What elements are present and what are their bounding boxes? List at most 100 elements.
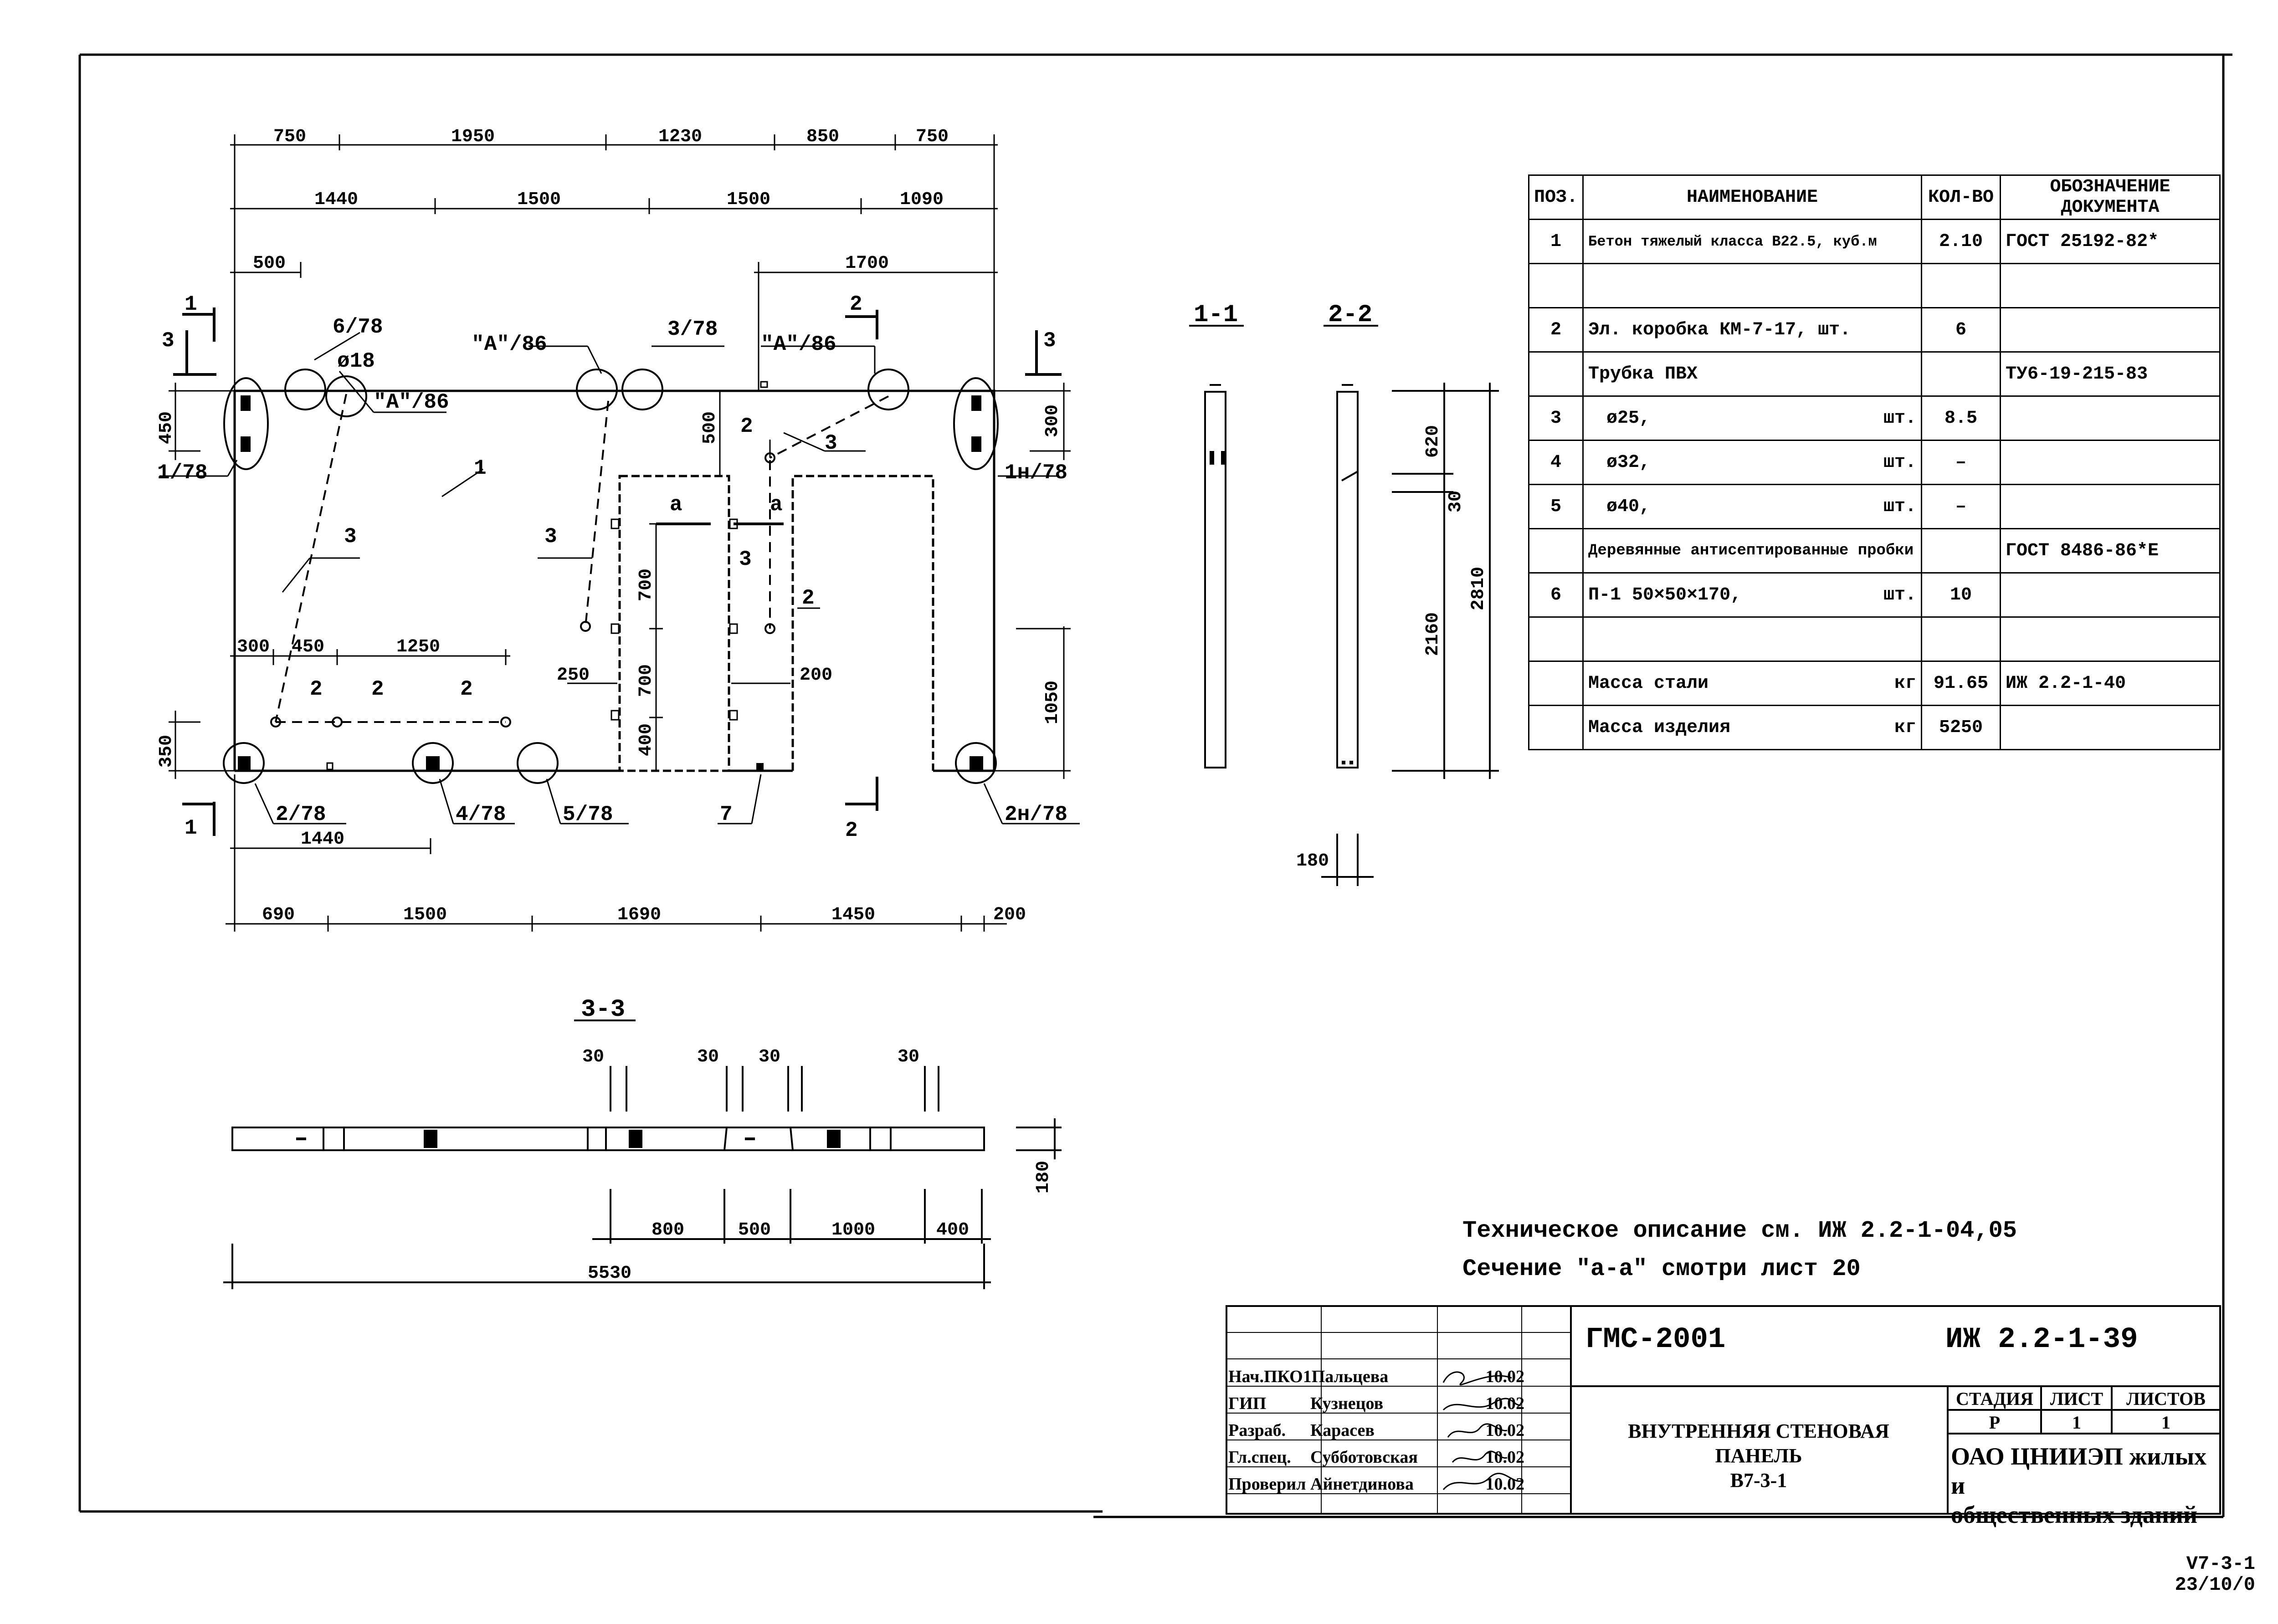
dim-1700: 1700 xyxy=(845,253,889,274)
dim-row2-4: 1090 xyxy=(900,190,944,210)
spec-name: Трубка ПВХ xyxy=(1582,351,1923,397)
dim-450: 450 xyxy=(292,637,324,657)
spec-name-text: Масса изделия xyxy=(1588,717,1731,738)
corner-code: V7-3-1 xyxy=(2186,1553,2255,1575)
organization-line2: общественных зданий xyxy=(1951,1501,2198,1528)
callout-pos-7: 7 xyxy=(720,803,733,826)
title-block-frame xyxy=(1226,1305,2221,1515)
section-views xyxy=(1189,325,1499,886)
dim-180-section33: 180 xyxy=(1033,1161,1054,1194)
signature-row: Нач.ПКО1 Пальцева 10.02 xyxy=(1228,1363,1524,1390)
table-row: 4 ø32,шт. – xyxy=(1528,440,2221,485)
spec-qty: – xyxy=(1921,440,2001,485)
spec-name-text: ø32, xyxy=(1606,452,1651,473)
dim-30-a: 30 xyxy=(582,1047,604,1067)
person-name: Карасев xyxy=(1310,1421,1375,1440)
section-mark-2-top: 2 xyxy=(850,292,862,316)
person-name: Пальцева xyxy=(1311,1367,1389,1386)
spec-qty: 6 xyxy=(1921,307,2001,353)
sheets-header: ЛИСТОВ xyxy=(2126,1388,2206,1409)
spec-name: ø25,шт. xyxy=(1582,395,1923,441)
callout-1-78: 1/78 xyxy=(157,461,207,485)
spec-unit: кг xyxy=(1894,717,1917,738)
dim-5530: 5530 xyxy=(588,1263,631,1284)
dim-500-s33: 500 xyxy=(738,1220,771,1240)
role: Разраб. xyxy=(1228,1421,1286,1440)
spec-name: ø32, шт. xyxy=(1582,440,1923,485)
section-title-1-1: 1-1 xyxy=(1194,301,1238,329)
callout-pos-3c: 3 xyxy=(825,431,837,455)
signature-row: Проверил Айнетдинова 10.02 xyxy=(1228,1471,1524,1498)
spec-name: Эл. коробка КМ-7-17, шт. xyxy=(1582,307,1923,353)
spec-unit: шт. xyxy=(1883,584,1917,605)
callout-pos-2b: 2 xyxy=(371,677,384,701)
dim-500-vert: 500 xyxy=(700,411,720,444)
spec-pos: 5 xyxy=(1528,484,1584,529)
callout-d18: ø18 xyxy=(337,349,375,373)
dim-500-top: 500 xyxy=(253,253,286,274)
dim-row2-1: 1440 xyxy=(314,190,358,210)
spec-doc: ГОСТ 8486-86*Е xyxy=(2000,528,2221,574)
dim-row2-3: 1500 xyxy=(727,190,770,210)
dim-2810: 2810 xyxy=(1468,567,1489,610)
dim-1250: 1250 xyxy=(396,637,440,657)
callout-pos-2c: 2 xyxy=(460,677,473,701)
note-section-reference: Сечение "а-а" смотри лист 20 xyxy=(1462,1255,1861,1282)
spec-header-doc: ОБОЗНАЧЕНИЕ ДОКУМЕНТА xyxy=(2000,174,2221,220)
dim-left-450: 450 xyxy=(156,411,177,444)
spec-doc xyxy=(2000,705,2221,750)
dim-row2-2: 1500 xyxy=(517,190,561,210)
sheets-value: 1 xyxy=(2161,1412,2170,1433)
spec-doc: ТУ6-19-215-83 xyxy=(2000,351,2221,397)
organization: ОАО ЦНИИЭП жилых и общественных зданий xyxy=(1951,1442,2221,1529)
spec-name-text: Эл. коробка КМ-7-17, xyxy=(1588,319,1807,340)
section-3-3 xyxy=(223,1019,1062,1289)
signature-row: ГИП Кузнецов 10.02 xyxy=(1228,1390,1524,1417)
role: Нач.ПКО1 xyxy=(1228,1367,1312,1386)
callout-1n-78: 1н/78 xyxy=(1005,461,1067,485)
spec-name-text: Масса стали xyxy=(1588,673,1709,694)
dim-30-b: 30 xyxy=(697,1047,719,1067)
drawing-title-line1: ВНУТРЕННЯЯ СТЕНОВАЯ xyxy=(1628,1420,1889,1442)
callout-pos-3b: 3 xyxy=(544,525,557,548)
specification-table: ПОЗ. НАИМЕНОВАНИЕ КОЛ-ВО ОБОЗНАЧЕНИЕ ДОК… xyxy=(1528,174,2221,750)
section-title-2-2: 2-2 xyxy=(1328,301,1372,329)
spec-qty: 91.65 xyxy=(1921,661,2001,706)
callout-a86-2: "А"/86 xyxy=(472,333,547,356)
spec-pos: 3 xyxy=(1528,395,1584,441)
role: Проверил xyxy=(1228,1475,1306,1494)
spec-name: Масса стали кг xyxy=(1582,661,1923,706)
spec-unit: кг xyxy=(1894,673,1917,694)
spec-pos: 2 xyxy=(1528,307,1584,353)
stage-value: Р xyxy=(1989,1412,2001,1433)
callout-pos-2d: 2 xyxy=(740,415,753,438)
dim-250: 250 xyxy=(557,665,590,686)
dim-top-4: 850 xyxy=(806,127,839,147)
spec-unit: шт. xyxy=(1883,452,1917,473)
project-code: ГМС-2001 xyxy=(1585,1323,1726,1356)
spec-name-text: ø40, xyxy=(1606,496,1651,517)
table-row: 2 Эл. коробка КМ-7-17, шт. 6 xyxy=(1528,307,2221,353)
drawing-title-line3: В7-3-1 xyxy=(1730,1469,1787,1491)
title-block: Нач.ПКО1 Пальцева 10.02 ГИП Кузнецов 10.… xyxy=(1226,1305,2221,1528)
table-row: 3 ø25,шт. 8.5 xyxy=(1528,395,2221,441)
callout-a86-1: "А"/86 xyxy=(374,390,449,414)
spec-header-row: ПОЗ. НАИМЕНОВАНИЕ КОЛ-ВО ОБОЗНАЧЕНИЕ ДОК… xyxy=(1528,174,2221,220)
section-mark-1-bottom: 1 xyxy=(185,816,197,840)
drawing-code: ИЖ 2.2-1-39 xyxy=(1945,1323,2138,1356)
role: ГИП xyxy=(1228,1394,1267,1413)
spec-name-text: П-1 50×50×170, xyxy=(1588,584,1742,605)
spec-name: ø40,шт. xyxy=(1582,484,1923,529)
table-row: 6 П-1 50×50×170,шт. 10 xyxy=(1528,572,2221,618)
dim-620: 620 xyxy=(1423,425,1443,458)
spec-header-qty: КОЛ-ВО xyxy=(1921,174,2001,220)
dim-180-section: 180 xyxy=(1296,851,1329,871)
callout-6-78: 6/78 xyxy=(333,315,383,339)
dim-right-1050: 1050 xyxy=(1042,681,1063,724)
spec-name: Деревянные антисептированные пробки xyxy=(1582,528,1923,574)
section-mark-3-left: 3 xyxy=(162,329,174,353)
callout-3-78: 3/78 xyxy=(667,318,718,341)
dim-30: 30 xyxy=(1446,491,1466,512)
